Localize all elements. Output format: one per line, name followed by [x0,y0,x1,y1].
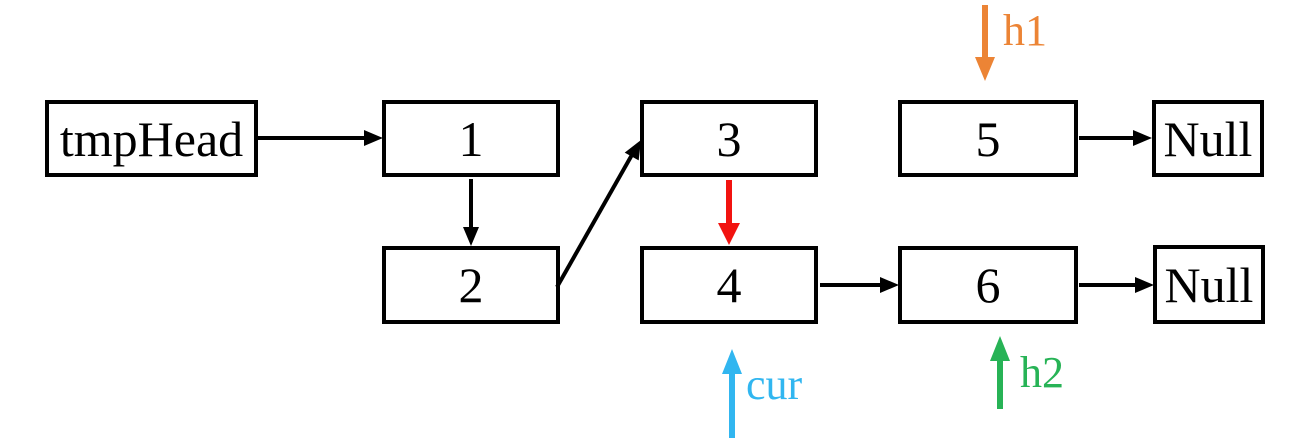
node-null-top-label: Null [1163,110,1253,167]
pointer-head [975,57,995,81]
node-5: 5 [898,100,1078,177]
arrow-head [463,227,479,246]
pointer-arrow-h2: h2 [990,336,1064,409]
node-3: 3 [640,100,818,177]
node-tmphead: tmpHead [45,100,258,177]
node-6-label: 6 [975,257,1001,313]
pointer-arrow-cur: cur [722,349,803,438]
node-6: 6 [898,246,1078,324]
arrow-4-to-6 [820,277,899,293]
arrow-head [880,277,899,293]
arrow-tmphead-to-1 [257,130,383,146]
node-null-bottom: Null [1153,245,1265,324]
arrow-6-to-null [1079,277,1154,293]
node-3-label: 3 [716,110,742,167]
node-null-bottom-label: Null [1164,256,1254,313]
node-tmphead-label: tmpHead [59,110,244,167]
node-2-label: 2 [458,257,484,313]
arrow-1-to-2 [463,179,479,246]
pointer-label-cur: cur [746,360,803,409]
arrow-2-to-3 [555,140,641,288]
pointer-label-h1: h1 [1003,6,1047,55]
arrow-head [364,130,383,146]
arrow-5-to-null [1079,130,1152,146]
pointer-head [990,336,1010,361]
node-4-label: 4 [716,257,742,313]
arrow-3-to-4 [718,180,740,245]
arrow-head [718,223,740,245]
pointer-head [722,349,742,374]
node-1-label: 1 [458,110,484,167]
node-1: 1 [382,100,560,177]
pointer-label-h2: h2 [1020,348,1064,397]
arrow-head [1133,130,1152,146]
arrow-head [624,140,641,161]
node-5-label: 5 [975,110,1001,167]
arrow-head [1135,277,1154,293]
node-4: 4 [640,246,818,324]
pointer-arrow-h1: h1 [975,5,1047,81]
arrow-line [555,152,635,288]
node-null-top: Null [1152,100,1264,177]
